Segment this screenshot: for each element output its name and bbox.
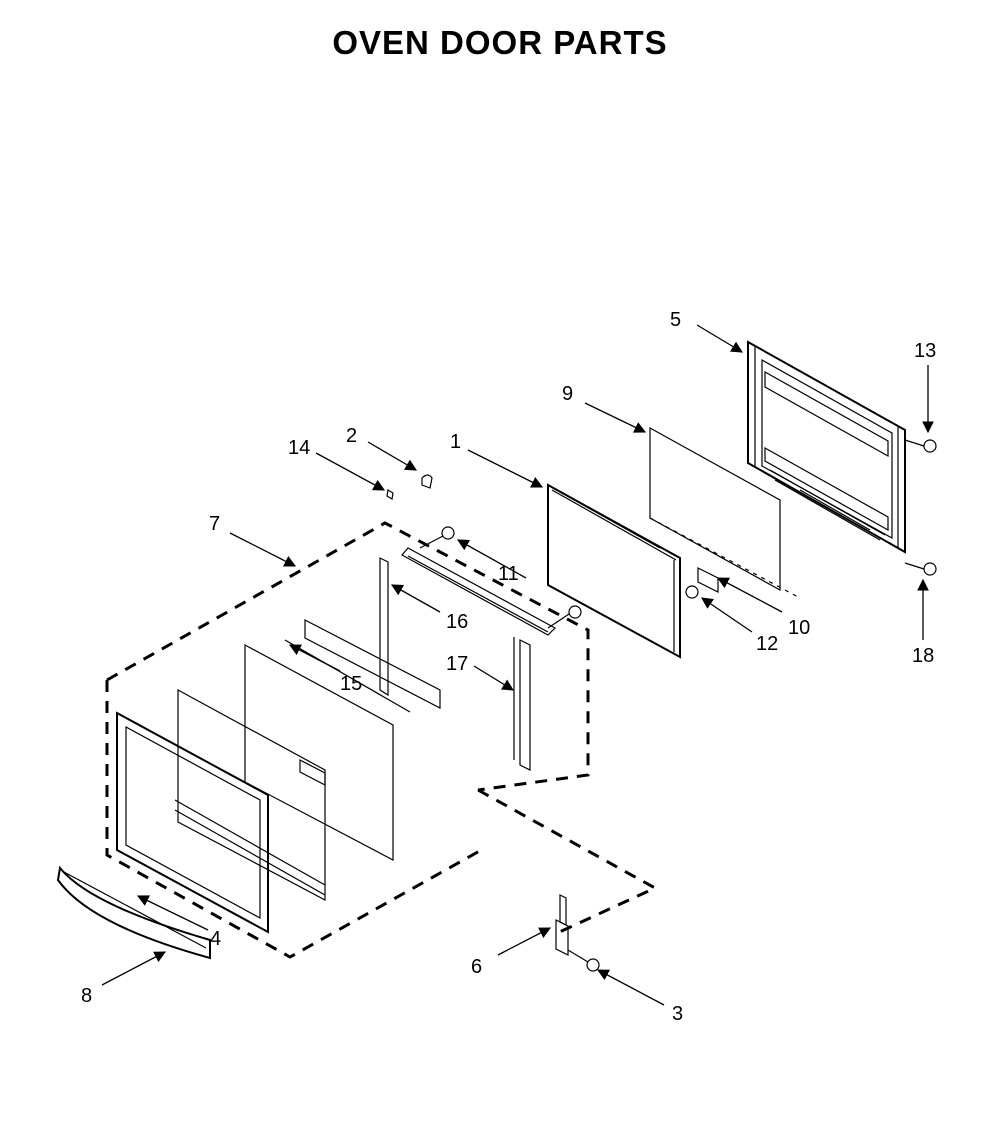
callout-label: 2 — [346, 425, 357, 447]
door-handle-part — [56, 865, 211, 960]
door-assembly-outline — [105, 521, 659, 959]
small-clips-part — [386, 474, 433, 500]
leader-lines — [101, 324, 934, 1006]
callout-label: 18 — [912, 645, 934, 667]
callout-label: 10 — [788, 617, 810, 639]
door-hinge-part — [555, 894, 600, 972]
middle-glass-frame-part — [547, 483, 681, 659]
callout-label: 7 — [209, 513, 220, 535]
inner-glass-pane-part — [649, 426, 801, 599]
callout-label: 4 — [210, 928, 221, 950]
callout-label: 6 — [471, 956, 482, 978]
callout-label: 12 — [756, 633, 778, 655]
insulation-strip-part — [244, 619, 441, 861]
callout-label: 1 — [450, 431, 461, 453]
door-side-channels-part — [379, 526, 582, 771]
inner-door-frame-part — [747, 340, 906, 554]
callout-label: 16 — [446, 611, 468, 633]
hinge-bracket-part — [685, 567, 719, 599]
page-title: OVEN DOOR PARTS — [332, 24, 668, 61]
callout-label: 15 — [340, 673, 362, 695]
outer-door-panel-part — [116, 711, 269, 934]
callout-label: 17 — [446, 653, 468, 675]
frame-screws-part — [904, 439, 937, 576]
callout-label: 11 — [498, 563, 519, 585]
callout-label: 13 — [914, 340, 936, 362]
callout-label: 9 — [562, 383, 573, 405]
front-glass-part — [174, 688, 326, 901]
callout-label: 8 — [81, 985, 92, 1007]
callout-label: 14 — [288, 437, 310, 459]
callout-label: 3 — [672, 1003, 683, 1025]
callout-label: 5 — [670, 309, 681, 331]
